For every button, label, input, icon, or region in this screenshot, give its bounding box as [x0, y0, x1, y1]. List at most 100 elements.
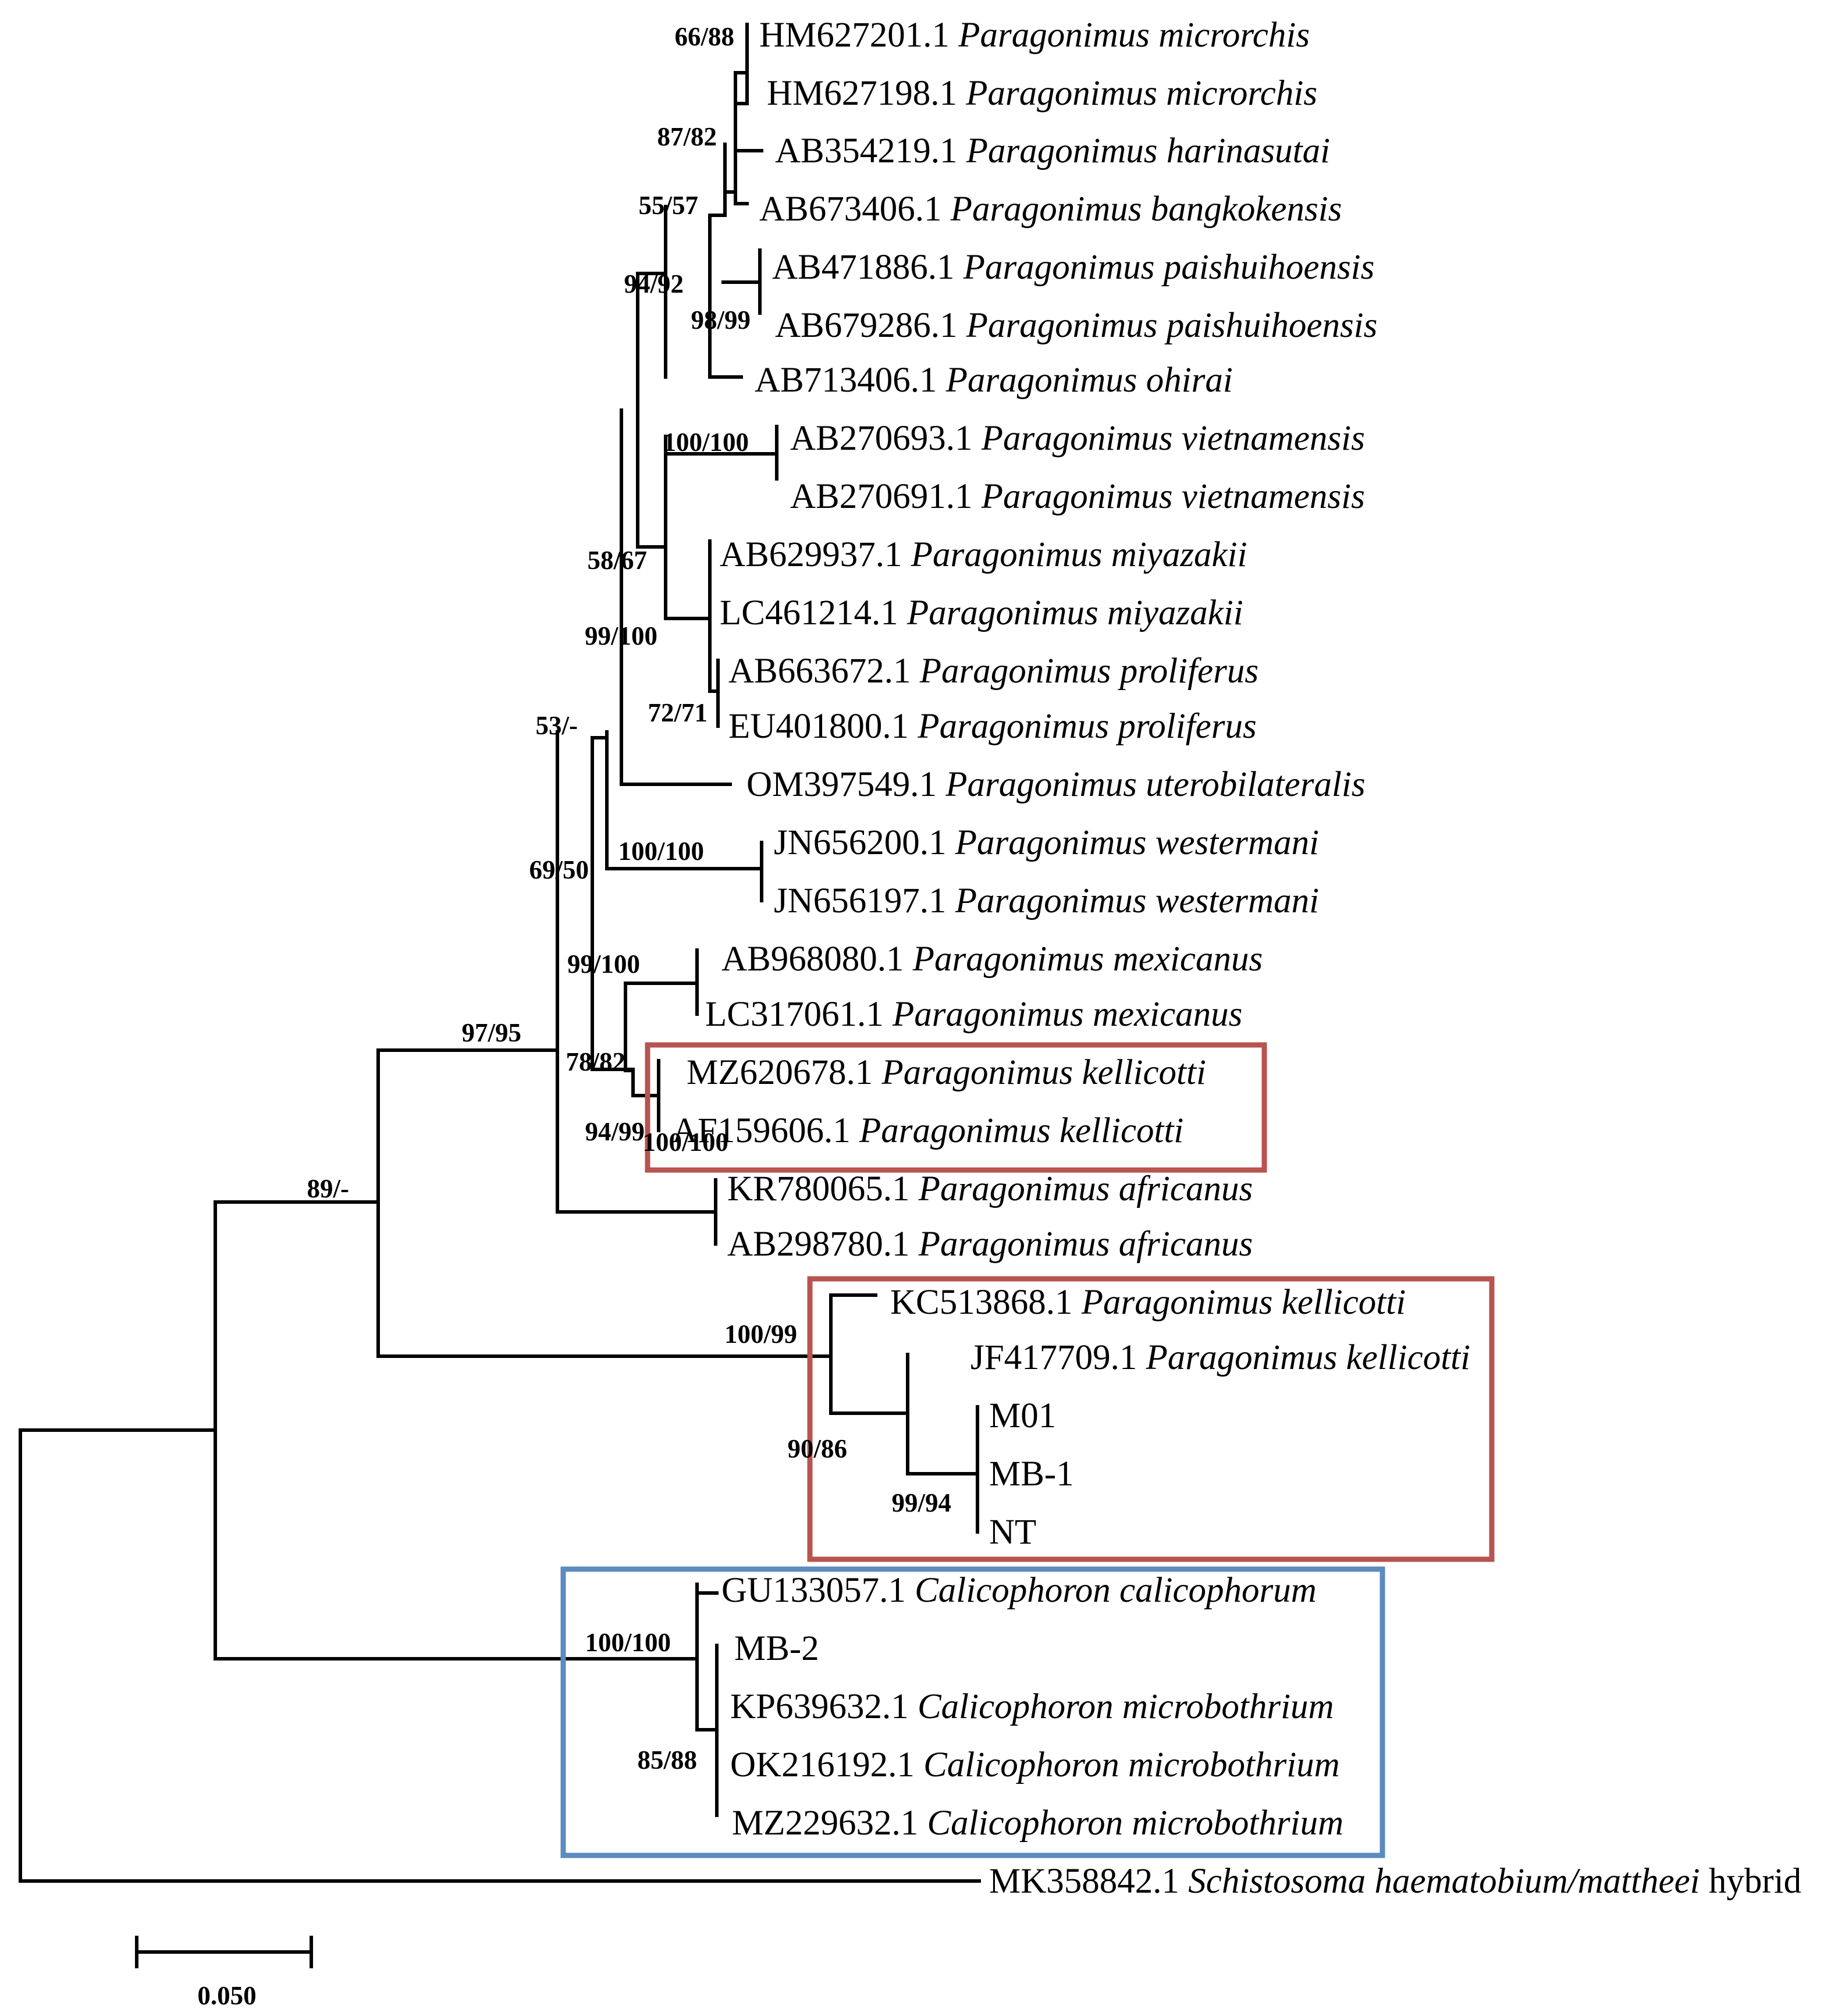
leaf-species: Paragonimus ohirai: [937, 361, 1233, 400]
leaf-accession: AB968080.1: [721, 940, 904, 979]
leaf-species: Paragonimus paishuihoensis: [955, 248, 1375, 287]
leaf-accession: AB354219.1: [775, 131, 958, 170]
bootstrap-support-label: 53/-: [536, 711, 578, 740]
leaf-label: AF159606.1 Paragonimus kellicotti: [672, 1111, 1183, 1150]
leaf-accession: NT: [989, 1513, 1036, 1552]
bootstrap-support-label: 55/57: [638, 191, 698, 220]
leaf-species: Calicophoron microbothrium: [909, 1687, 1334, 1726]
leaf-label: AB968080.1 Paragonimus mexicanus: [721, 940, 1263, 979]
bootstrap-support-label: 89/-: [307, 1174, 350, 1203]
bootstrap-support-label: 66/88: [674, 22, 734, 51]
bootstrap-support-label: 99/100: [585, 621, 657, 650]
leaf-label: JF417709.1 Paragonimus kellicotti: [970, 1338, 1470, 1377]
support-labels: 66/8887/8255/5794/9298/99100/10058/6799/…: [307, 22, 952, 1775]
highlight-boxes: [560, 1042, 1495, 1858]
leaf-accession: MB-1: [989, 1455, 1074, 1494]
leaf-accession: MZ229632.1: [732, 1804, 918, 1843]
leaf-species: Paragonimus proliferus: [909, 707, 1257, 746]
leaf-accession: AB471886.1: [772, 248, 955, 287]
leaf-label: EU401800.1 Paragonimus proliferus: [728, 707, 1257, 746]
leaf-species: Calicophoron microbothrium: [918, 1804, 1343, 1843]
leaf-species: Paragonimus westermani: [947, 881, 1320, 920]
leaf-label: M01: [989, 1396, 1056, 1435]
leaf-accession: MK358842.1: [989, 1862, 1179, 1901]
leaf-label: OM397549.1 Paragonimus uterobilateralis: [746, 765, 1366, 804]
leaf-label: AB298780.1 Paragonimus africanus: [727, 1225, 1253, 1264]
leaf-accession: JN656197.1: [774, 881, 947, 920]
bootstrap-support-label: 94/92: [624, 269, 684, 298]
bootstrap-support-label: 94/99: [585, 1117, 645, 1146]
leaf-species: Paragonimus mexicanus: [884, 995, 1243, 1034]
leaf-species: Paragonimus mexicanus: [904, 940, 1263, 979]
leaf-label: KC513868.1 Paragonimus kellicotti: [890, 1283, 1406, 1322]
leaf-accession: GU133057.1: [721, 1571, 906, 1610]
leaf-accession: KP639632.1: [730, 1687, 909, 1726]
leaf-species: Paragonimus africanus: [910, 1225, 1253, 1264]
leaf-species: Paragonimus paishuihoensis: [958, 306, 1378, 345]
leaf-accession: AB713406.1: [755, 361, 937, 400]
leaf-accession: JN656200.1: [774, 823, 947, 862]
bootstrap-support-label: 100/100: [618, 837, 704, 866]
leaf-species: Calicophoron microbothrium: [915, 1745, 1340, 1784]
tree-branches: [19, 23, 981, 1968]
leaf-species: Calicophoron calicophorum: [906, 1571, 1317, 1610]
leaf-label: MZ620678.1 Paragonimus kellicotti: [687, 1053, 1206, 1092]
bootstrap-support-label: 99/94: [891, 1488, 951, 1517]
leaf-species: Paragonimus proliferus: [911, 652, 1259, 691]
leaf-species: Paragonimus vietnamensis: [973, 419, 1365, 458]
leaf-label: JN656197.1 Paragonimus westermani: [774, 881, 1319, 920]
leaf-species: Paragonimus kellicotti: [873, 1053, 1206, 1092]
calicophoron-highlight-box: [560, 1566, 1385, 1858]
leaf-label: LC317061.1 Paragonimus mexicanus: [705, 995, 1242, 1034]
leaf-label: AB713406.1 Paragonimus ohirai: [755, 361, 1233, 400]
kellicotti-highlight-box: [645, 1042, 1267, 1173]
leaf-accession: AF159606.1: [672, 1111, 851, 1150]
leaf-species: Paragonimus kellicotti: [851, 1111, 1184, 1150]
leaf-species: Paragonimus miyazakii: [898, 593, 1243, 632]
bootstrap-support-label: 100/100: [663, 428, 749, 457]
leaf-species: Paragonimus westermani: [947, 823, 1320, 862]
leaf-accession: AB629937.1: [720, 535, 902, 574]
leaf-accession: KR780065.1: [727, 1169, 910, 1208]
leaf-label: AB270693.1 Paragonimus vietnamensis: [790, 419, 1365, 458]
leaf-label: LC461214.1 Paragonimus miyazakii: [720, 593, 1243, 632]
scale-bar: 0.050: [197, 1981, 256, 2010]
bootstrap-support-label: 98/99: [691, 305, 751, 335]
leaf-label: AB629937.1 Paragonimus miyazakii: [720, 535, 1247, 574]
leaf-species: Paragonimus uterobilateralis: [937, 765, 1366, 804]
leaf-label: KP639632.1 Calicophoron microbothrium: [730, 1687, 1334, 1726]
leaf-label: AB673406.1 Paragonimus bangkokensis: [759, 190, 1342, 229]
leaf-accession: LC317061.1: [705, 995, 884, 1034]
leaf-label: AB663672.1 Paragonimus proliferus: [728, 652, 1258, 691]
leaf-label: AB679286.1 Paragonimus paishuihoensis: [775, 306, 1377, 345]
leaf-label: MB-2: [734, 1629, 819, 1668]
leaf-species: Paragonimus kellicotti: [1073, 1283, 1406, 1322]
leaf-accession: AB673406.1: [759, 190, 942, 229]
kellicotti-highlight-box: [807, 1276, 1495, 1562]
leaf-species: Paragonimus kellicotti: [1137, 1338, 1470, 1377]
bootstrap-support-label: 85/88: [637, 1745, 697, 1775]
leaf-label: HM627198.1 Paragonimus microrchis: [767, 74, 1317, 113]
leaf-label: OK216192.1 Calicophoron microbothrium: [730, 1745, 1340, 1784]
leaf-accession: LC461214.1: [720, 593, 898, 632]
leaf-label: HM627201.1 Paragonimus microrchis: [759, 16, 1310, 55]
bootstrap-support-label: 100/100: [642, 1128, 728, 1157]
leaf-label: KR780065.1 Paragonimus africanus: [727, 1169, 1253, 1208]
leaf-accession: MZ620678.1: [687, 1053, 873, 1092]
leaf-suffix: hybrid: [1700, 1862, 1802, 1901]
leaf-accession: M01: [989, 1396, 1056, 1435]
leaf-accession: JF417709.1: [970, 1338, 1137, 1377]
leaf-species: Paragonimus harinasutai: [958, 131, 1331, 170]
leaf-label: GU133057.1 Calicophoron calicophorum: [721, 1571, 1317, 1610]
leaf-species: Paragonimus vietnamensis: [973, 477, 1365, 516]
leaf-accession: KC513868.1: [890, 1283, 1073, 1322]
scale-bar-label: 0.050: [197, 1981, 256, 2010]
leaf-accession: AB679286.1: [775, 306, 958, 345]
leaf-label: AB270691.1 Paragonimus vietnamensis: [790, 477, 1365, 516]
leaf-accession: AB270691.1: [790, 477, 973, 516]
bootstrap-support-label: 72/71: [648, 698, 707, 727]
leaf-accession: AB298780.1: [727, 1225, 910, 1264]
leaf-species: Paragonimus miyazakii: [902, 535, 1247, 574]
leaf-species: Paragonimus bangkokensis: [942, 190, 1342, 229]
